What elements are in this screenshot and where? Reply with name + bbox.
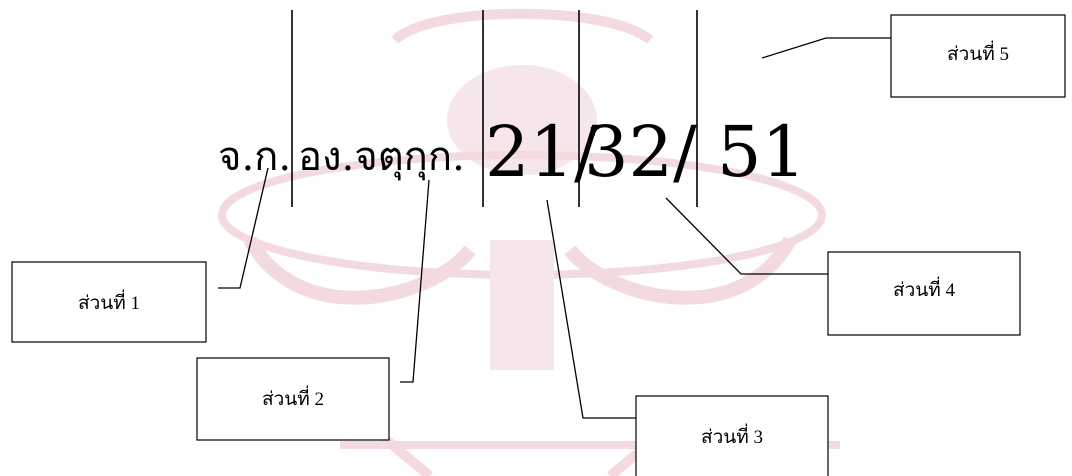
- label-box-1: ส่วนที่ 1: [11, 261, 207, 343]
- label-box-5: ส่วนที่ 5: [890, 14, 1066, 98]
- call-number: จ.ก. อง.จตุกุก. 21/ 32/ 51: [218, 111, 806, 193]
- leader-line-5: [761, 37, 891, 59]
- label-3: ส่วนที่ 3: [701, 423, 763, 448]
- leader-line-3: [546, 199, 636, 419]
- label-box-2: ส่วนที่ 2: [196, 357, 390, 441]
- label-box-3: ส่วนที่ 3: [635, 395, 829, 476]
- label-4: ส่วนที่ 4: [893, 276, 956, 301]
- label-box-4: ส่วนที่ 4: [827, 251, 1021, 336]
- leader-line-1: [218, 167, 269, 289]
- code-part-2: อง.จตุกุก.: [298, 134, 465, 181]
- code-part-3: 21/: [485, 111, 598, 193]
- label-2: ส่วนที่ 2: [262, 385, 324, 410]
- code-part-4: 32/: [584, 111, 697, 193]
- code-part-1: จ.ก.: [218, 134, 291, 180]
- label-1: ส่วนที่ 1: [78, 289, 140, 314]
- label-5: ส่วนที่ 5: [947, 40, 1009, 65]
- code-part-5: 51: [717, 111, 806, 193]
- leader-line-2: [400, 179, 430, 383]
- leader-line-4: [665, 197, 828, 275]
